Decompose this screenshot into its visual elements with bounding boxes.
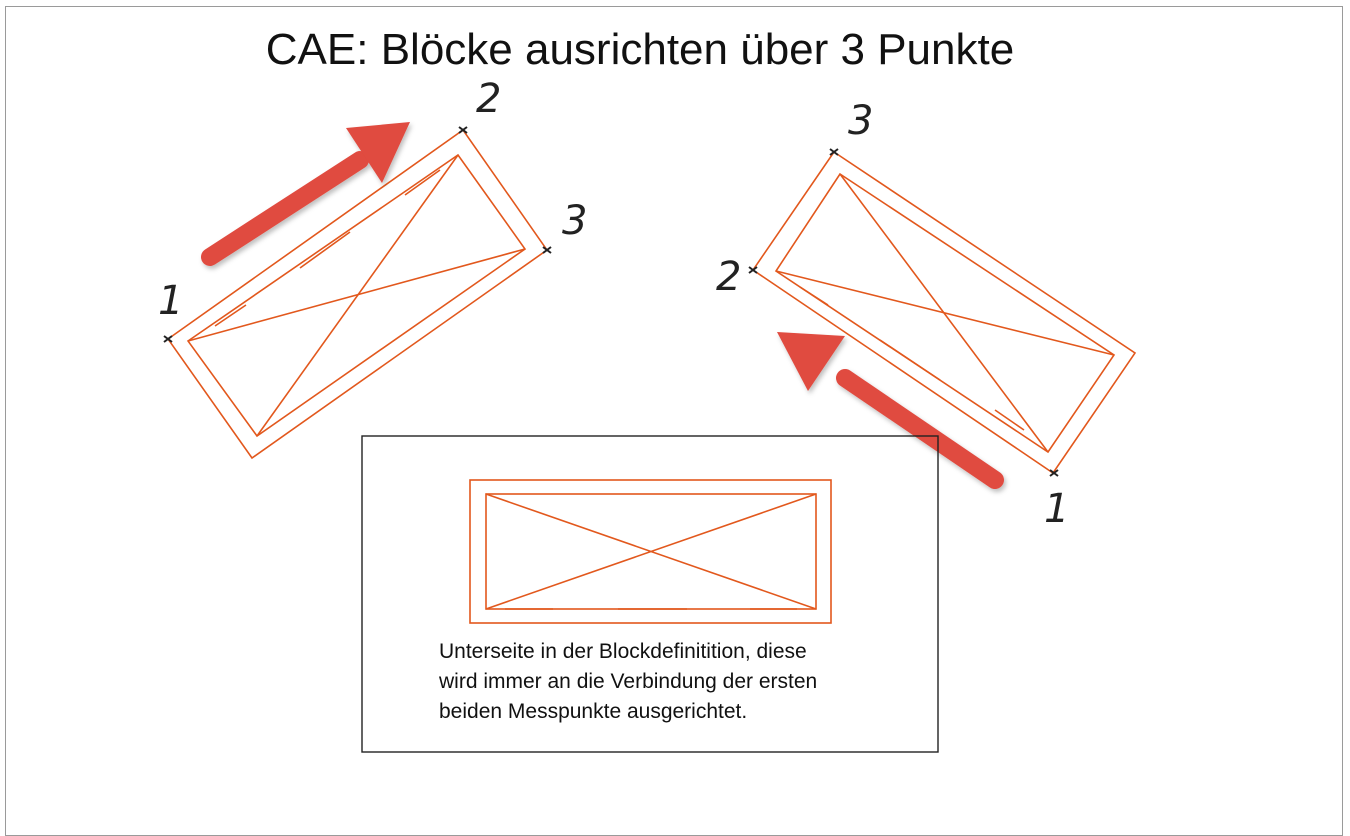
page-frame (5, 6, 1343, 836)
left-point-1-label: 1 (158, 278, 183, 324)
left-block: 1 2 3 (158, 76, 587, 460)
reference-block-diagonal (485, 493, 817, 610)
right-block-dash (994, 409, 1025, 431)
right-direction-arrow (777, 332, 1004, 489)
left-point-2-marker (458, 126, 468, 134)
right-point-3-label: 3 (848, 98, 873, 144)
left-block-dash (214, 304, 247, 327)
caption-line-3: beiden Messpunkte ausgerichtet. (439, 700, 747, 723)
right-point-2-marker (748, 266, 758, 274)
left-point-3-label: 3 (562, 198, 587, 244)
right-block-dash (799, 286, 829, 306)
right-point-2-label: 2 (716, 254, 741, 300)
right-block-diagonal (839, 173, 1049, 453)
left-block-dash (404, 169, 441, 196)
right-block-dash (879, 339, 941, 381)
diagram-title: CAE: Blöcke ausrichten über 3 Punkte (266, 25, 1014, 74)
legend-box: Unterseite in der Blockdefinitition, die… (361, 435, 939, 753)
right-block-diagonal (775, 270, 1115, 356)
right-point-1-label: 1 (1044, 486, 1069, 532)
left-block-dash (299, 231, 351, 269)
right-point-3-marker (829, 148, 839, 156)
right-block: 1 2 3 (716, 98, 1137, 532)
caption-line-1: Unterseite in der Blockdefinitition, die… (439, 640, 807, 663)
left-block-diagonal (256, 154, 459, 437)
right-point-1-marker (1049, 469, 1059, 477)
left-point-2-label: 2 (476, 76, 501, 122)
left-direction-arrow (201, 122, 410, 266)
left-block-diagonal (187, 248, 526, 342)
legend-border (361, 435, 939, 753)
left-point-1-marker (163, 335, 173, 343)
caption-line-2: wird immer an die Verbindung der ersten (438, 670, 817, 693)
left-point-3-marker (542, 246, 552, 254)
reference-block-outer (469, 479, 832, 624)
